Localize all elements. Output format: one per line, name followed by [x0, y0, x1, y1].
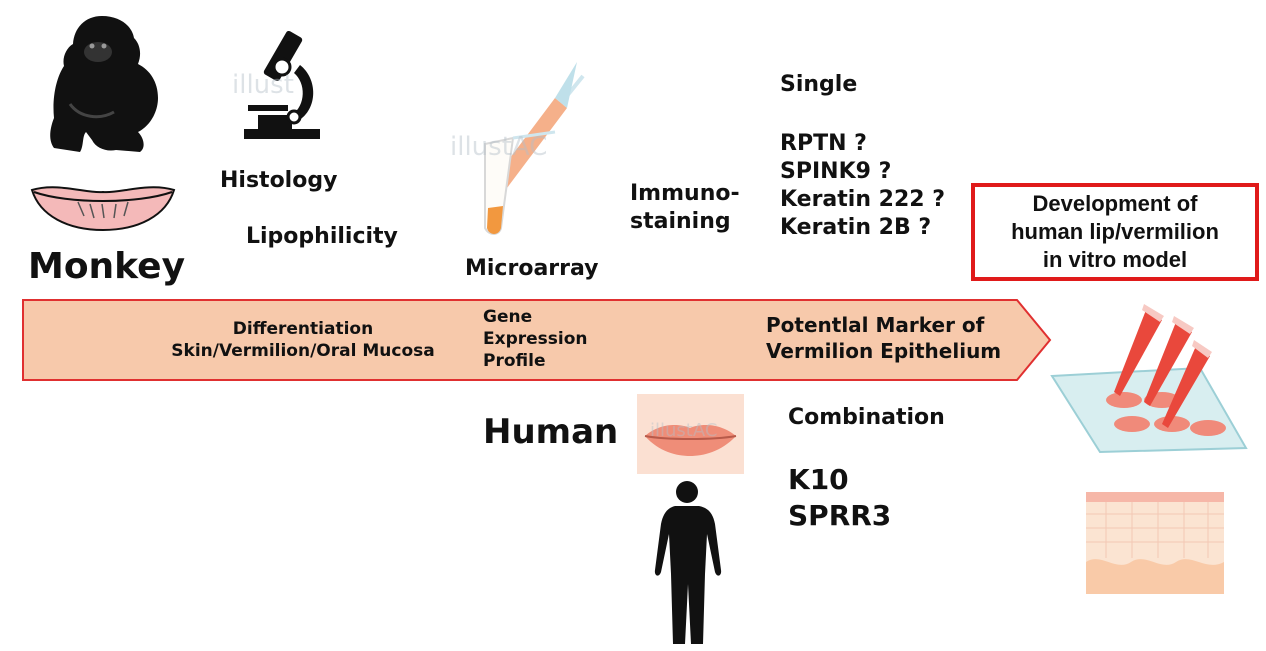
goal-box: Development of human lip/vermilion in vi…	[971, 183, 1259, 281]
gene-line2: Expression	[483, 329, 588, 349]
combination-marker: SPRR3	[788, 499, 892, 532]
goal-line2: human lip/vermilion	[1011, 219, 1219, 244]
goal-line3: in vitro model	[1042, 247, 1188, 272]
watermark-illust-ac: illustAC	[650, 420, 718, 441]
gene-expression-label: Gene Expression Profile	[483, 306, 588, 372]
microscope-icon	[244, 30, 320, 139]
process-arrow	[22, 299, 1052, 381]
gene-line1: Gene	[483, 307, 533, 327]
differentiation-line2: Skin/Vermilion/Oral Mucosa	[171, 341, 435, 361]
microarray-label: Microarray	[465, 256, 599, 281]
histology-label: Histology	[220, 168, 338, 193]
differentiation-line1: Differentiation	[232, 319, 374, 339]
human-lips-icon	[637, 394, 744, 474]
gene-line3: Profile	[483, 351, 546, 371]
immunostaining-line2: staining	[630, 209, 731, 234]
skin-tissue-icon	[1086, 492, 1224, 594]
human-title: Human	[483, 412, 619, 452]
single-marker: Keratin 222 ?	[780, 187, 945, 212]
culture-plate-icon	[1050, 304, 1248, 454]
differentiation-label: Differentiation Skin/Vermilion/Oral Muco…	[158, 318, 448, 362]
marker-line1: Potentlal Marker of	[766, 313, 985, 337]
combination-marker: K10	[788, 463, 849, 496]
watermark-illust: illust	[232, 70, 294, 100]
human-body-icon	[654, 481, 722, 644]
goal-line1: Development of	[1032, 191, 1198, 216]
monkey-lips-icon	[30, 186, 176, 232]
single-marker: SPINK9 ?	[780, 159, 892, 184]
watermark-illust-ac: illustAC	[450, 132, 548, 162]
combination-heading: Combination	[788, 405, 945, 430]
pipette-tube-icon	[484, 62, 585, 235]
single-marker: RPTN ?	[780, 131, 867, 156]
immunostaining-line1: Immuno-	[630, 181, 740, 206]
lipophilicity-label: Lipophilicity	[246, 224, 398, 249]
potential-marker-label: Potentlal Marker of Vermilion Epithelium	[766, 312, 1001, 364]
marker-line2: Vermilion Epithelium	[766, 339, 1002, 363]
single-marker-list: RPTN ? SPINK9 ? Keratin 222 ? Keratin 2B…	[780, 130, 945, 242]
monkey-title: Monkey	[28, 246, 186, 287]
combination-marker-list: K10 SPRR3	[788, 462, 891, 534]
monkey-icon	[50, 16, 158, 152]
immunostaining-label: Immuno- staining	[630, 180, 740, 236]
single-heading: Single	[780, 72, 858, 97]
single-marker: Keratin 2B ?	[780, 215, 932, 240]
